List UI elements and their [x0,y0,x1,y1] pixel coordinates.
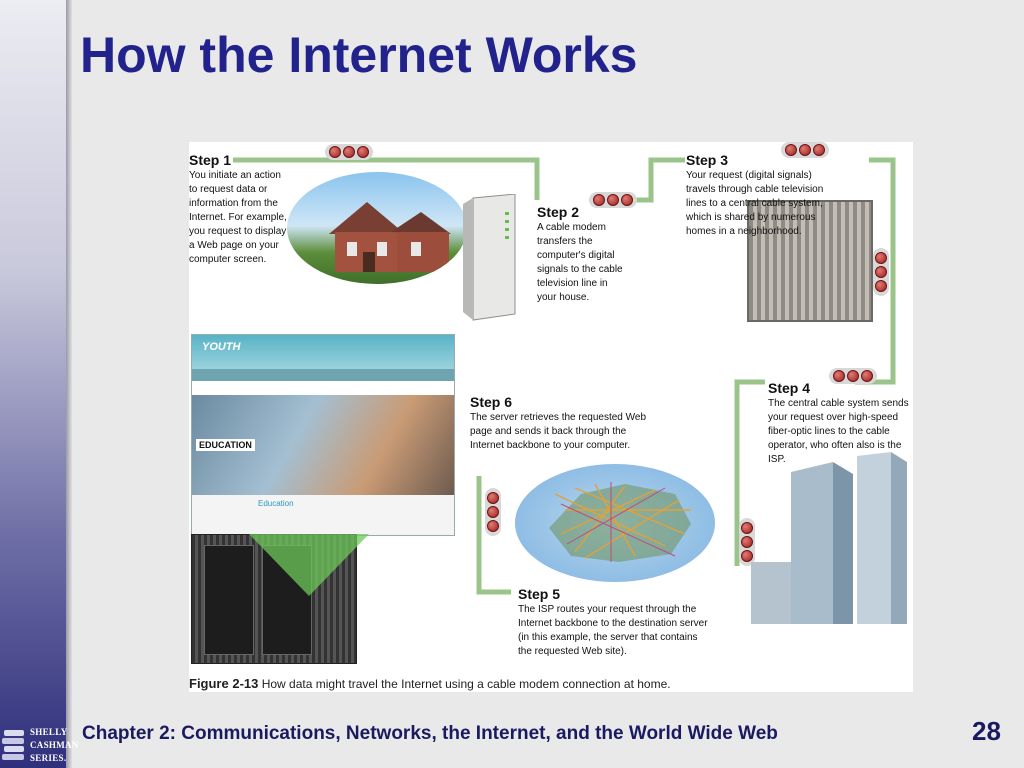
signal-light [741,536,753,548]
signal-light [343,146,355,158]
path-step2-to-step3 [629,157,685,203]
signal-lights-right [873,248,889,296]
path-step4-down [734,379,765,566]
backbone-network-icon [549,482,691,562]
web-page-nav [192,369,454,381]
house-icon [329,202,451,272]
step-4-text: The central cable system sends your requ… [768,398,909,465]
isp-building-icon [751,452,907,624]
signal-light [329,146,341,158]
signal-light [875,252,887,264]
slide-title: How the Internet Works [80,27,638,83]
path-step1-to-step2 [233,157,540,200]
signal-lights-step3 [781,142,829,158]
step-2: Step 2 A cable modem transfers the compu… [537,204,629,305]
web-page-screenshot: YOUTH EDUCATION Education [191,334,455,536]
logo-line-3: SERIES. [30,753,67,763]
signal-light [741,522,753,534]
web-page-section: Education [192,495,454,535]
web-page-category-label: EDUCATION [196,439,255,451]
server-door [204,545,254,655]
signal-light [621,194,633,206]
path-step5-to-step6 [476,476,511,595]
slide-footer: Chapter 2: Communications, Networks, the… [82,723,778,744]
server-beam [249,534,369,596]
web-page-header: YOUTH [192,335,454,369]
step-4-title: Step 4 [768,380,811,396]
signal-light [785,144,797,156]
sidebar-edge [66,0,72,768]
step-1: Step 1 You initiate an action to request… [189,152,287,267]
internet-backbone-map [515,464,715,582]
data-path-lines [233,157,896,595]
signal-light [833,370,845,382]
logo-line-1: SHELLY [30,727,68,737]
signal-light [875,280,887,292]
web-page-logo: YOUTH [202,341,241,353]
step-5: Step 5 The ISP routes your request throu… [518,586,710,659]
signal-light [799,144,811,156]
step-6-title: Step 6 [470,394,513,410]
figure-caption-label: Figure 2-13 [189,676,259,691]
signal-light [847,370,859,382]
books-icon [2,730,24,760]
signal-light [487,506,499,518]
signal-lights-step4 [829,368,877,384]
step-5-text: The ISP routes your request through the … [518,604,708,657]
step-4: Step 4 The central cable system sends yo… [768,380,910,467]
signal-lights-top [325,144,373,160]
step-1-title: Step 1 [189,152,232,168]
signal-lights-step2 [589,192,637,208]
signal-light [875,266,887,278]
logo-line-2: CASHMAN [30,740,79,750]
step-1-text: You initiate an action to request data o… [189,170,287,265]
step-6: Step 6 The server retrieves the requeste… [470,394,650,453]
sidebar-gradient [0,0,66,768]
step-3-text: Your request (digital signals) travels t… [686,170,824,237]
signal-lights-step6 [485,488,501,536]
signal-light [487,520,499,532]
step-2-text: A cable modem transfers the computer's d… [537,222,623,303]
internet-diagram: YOUTH EDUCATION Education [189,142,913,692]
signal-light [487,492,499,504]
central-cable-system-image [747,200,873,322]
signal-light [861,370,873,382]
signal-light [813,144,825,156]
signal-light [593,194,605,206]
signal-light [607,194,619,206]
step-3-title: Step 3 [686,152,729,168]
house-image [287,172,467,284]
shelly-cashman-logo: SHELLY CASHMAN SERIES. [2,724,78,766]
signal-light [357,146,369,158]
step-5-title: Step 5 [518,586,561,602]
cable-modem-icon [463,194,516,321]
step-2-title: Step 2 [537,204,580,220]
web-page-section-title: Education [258,499,294,508]
figure-caption: Figure 2-13 How data might travel the In… [189,676,671,691]
page-number: 28 [972,716,1001,746]
figure-caption-text: How data might travel the Internet using… [261,677,671,691]
signal-light [741,550,753,562]
step-3: Step 3 Your request (digital signals) tr… [686,152,836,239]
step-6-text: The server retrieves the requested Web p… [470,412,647,451]
signal-lights-step5 [739,518,755,566]
